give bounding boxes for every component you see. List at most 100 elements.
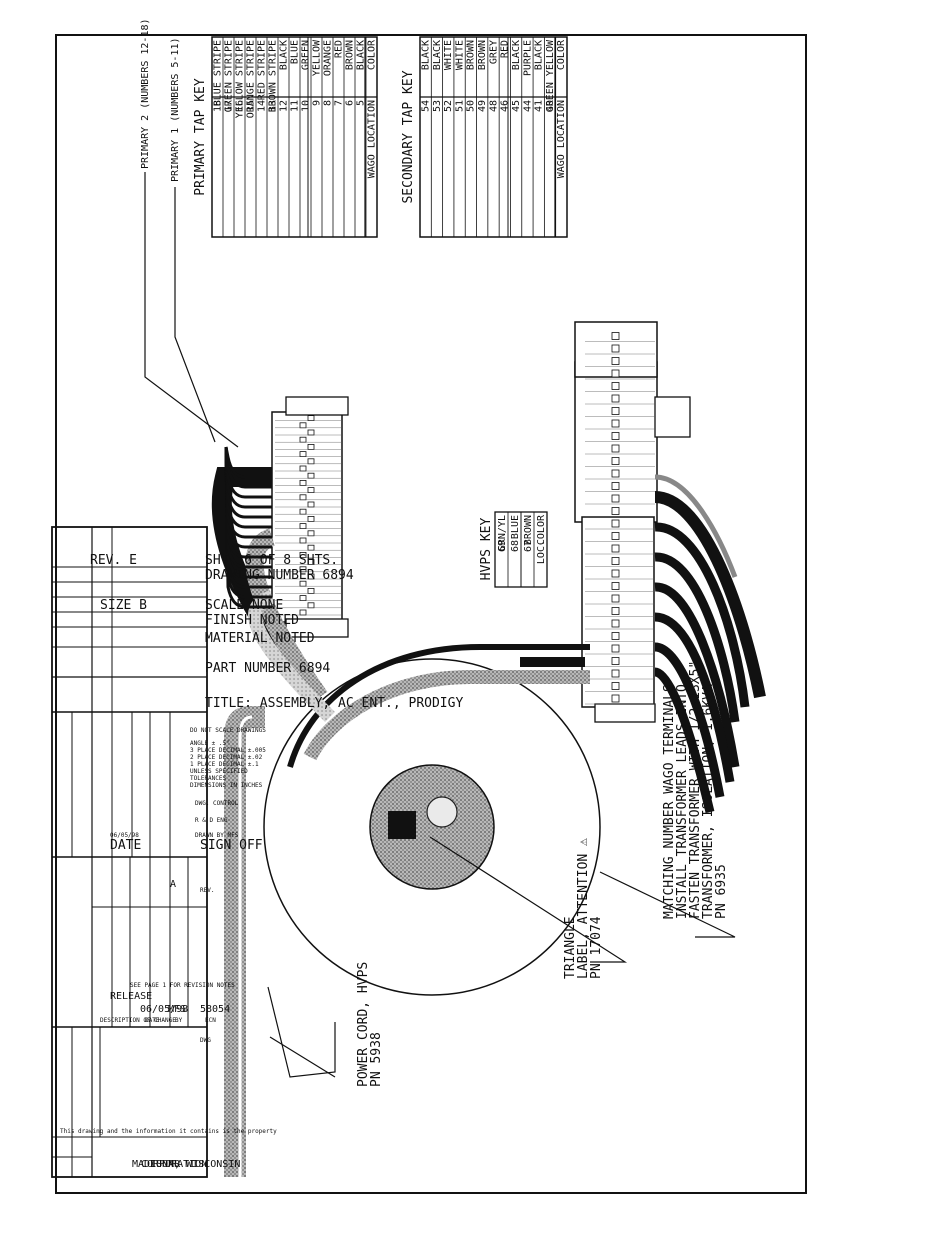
primary-key-row-color: GREEN <box>300 40 311 70</box>
primary-key-row-location: 17 <box>223 100 234 112</box>
secondary-key-header-color: COLOR <box>556 39 567 70</box>
primary-wago-block <box>271 396 349 638</box>
primary-key-row-color: BLUE <box>289 40 300 64</box>
secondary-key-row-color: RED <box>500 40 511 58</box>
scale: SCALE NONE <box>205 598 283 613</box>
rev-date: 06/05/98 <box>140 1004 188 1015</box>
hvps-key-row-location: 68 <box>510 540 521 552</box>
rev-letter: A <box>170 879 176 890</box>
primary-key-row-color: YELLOW STRIPE <box>234 40 245 118</box>
company-name-line: LUNAR <box>150 1159 181 1170</box>
secondary-key-row-color: GREY <box>488 40 499 64</box>
secondary-key-row-color: PURPLE <box>522 40 533 76</box>
tolerance-line: UNLESS SPECIFIED <box>190 768 248 775</box>
tolerance-line: ANGLE ± .5° <box>190 740 230 747</box>
primary-key-row-location: 12 <box>278 100 289 112</box>
secondary-key-row-color: BROWN <box>466 40 477 70</box>
rev-header-by: BY <box>175 1017 183 1024</box>
primary-key-row-location: 13 <box>267 100 278 112</box>
drawing-title: TITLE: ASSEMBLY, AC ENT., PRODIGY <box>205 696 463 711</box>
secondary-key-row-color: BROWN <box>477 40 488 70</box>
secondary-key-row-color: WHITE <box>443 40 454 70</box>
primary-1-label: PRIMARY 1 (NUMBERS 5-11) <box>170 38 181 183</box>
power-cord-callout-line: PN 5938 <box>369 1032 384 1087</box>
hvps-key-header-color: COLOR <box>536 514 547 545</box>
tolerance-line: DIMENSIONS IN INCHES <box>190 782 263 789</box>
attention-callout-line: PN 17074 <box>589 916 604 979</box>
dwg-control: DWG. CONTROL <box>195 800 239 807</box>
tolerance-line: 3 PLACE DECIMAL ±.005 <box>190 747 266 754</box>
primary-key-row-location: 15 <box>245 100 256 112</box>
primary-key-row-color: GREEN STRIPE <box>223 40 234 112</box>
primary-key-row-location: 5 <box>355 100 366 106</box>
drawing-border <box>55 34 807 1194</box>
secondary-key-row-color: BLACK <box>534 40 545 70</box>
hvps-key-title: HVPS KEY <box>479 518 494 581</box>
primary-key-row-location: 16 <box>234 100 245 112</box>
transformer-callout-line: MATCHING NUMBER WAGO TERMINALS <box>662 684 677 919</box>
primary-key-header-location: WAGO LOCATION <box>366 100 377 178</box>
primary-key-row-color: ORANGE <box>322 40 333 76</box>
finish: FINISH NOTED <box>205 613 299 628</box>
rev-header-description: DESCRIPTION OF CHANGE <box>100 1017 176 1024</box>
secondary-key-row-color: BLACK <box>432 40 443 70</box>
drawn-date: 06/05/98 <box>110 832 139 839</box>
sheet-number: SHT. 6 OF 8 SHTS. <box>205 553 338 568</box>
rev-header-ecn: ECN <box>205 1017 216 1024</box>
transformer-callout-line: TRANSFORMER, ISOLATION, 1.6KVA <box>701 684 716 919</box>
primary-key-row-location: 6 <box>344 100 355 106</box>
primary-key-header-color: COLOR <box>366 39 377 70</box>
rev-by: MFS <box>168 1004 186 1015</box>
primary-key-row-color: ORANGE STRIPE <box>245 40 256 118</box>
sign-off-header: SIGN OFF <box>200 838 263 853</box>
primary-key-row-color: BLACK <box>355 40 366 70</box>
material: MATERIAL NOTED <box>205 631 315 646</box>
transformer-callout-line: PN 6935 <box>714 864 729 919</box>
primary-key-row-location: 10 <box>300 100 311 112</box>
primary-key-row-color: RED <box>333 40 344 58</box>
secondary-key-row-color: WHITE <box>454 40 465 70</box>
hvps-key-row-color: GRN/YL <box>497 515 508 551</box>
proprietary-note: This drawing and the information it cont… <box>60 1128 277 1135</box>
primary-key-title: PRIMARY TAP KEY <box>193 78 208 196</box>
primary-labels <box>144 172 239 448</box>
secondary-key-row-location: 48 <box>488 100 499 112</box>
primary-key-row-location: 8 <box>322 100 333 106</box>
primary-2-label: PRIMARY 2 (NUMBERS 12-18) <box>140 18 151 169</box>
secondary-key-row-location: 49 <box>477 100 488 112</box>
size: SIZE B <box>100 598 147 613</box>
secondary-key-row-location: 40 <box>545 100 556 112</box>
revision-note: SEE PAGE 1 FOR REVISION NOTES <box>130 982 235 989</box>
tolerance-line: TOLERANCES <box>190 775 227 782</box>
do-not-scale: DO NOT SCALE DRAWINGS <box>190 727 266 734</box>
secondary-wago-block <box>574 321 691 723</box>
dwg-label: DWG <box>200 1037 211 1044</box>
secondary-key-header-location: WAGO LOCATION <box>556 100 567 178</box>
callout-leaders <box>267 836 736 1078</box>
primary-key-row-location: 9 <box>311 100 322 106</box>
secondary-key-row-location: 45 <box>511 100 522 112</box>
attention-label-square <box>388 811 416 839</box>
tolerance-line: 1 PLACE DECIMAL ±.1 <box>190 761 259 768</box>
primary-key-row-color: YELLOW <box>311 39 322 76</box>
secondary-key-row-location: 52 <box>443 100 454 112</box>
revision: REV. E <box>90 553 137 568</box>
rev-header-rev: REV. <box>200 887 214 894</box>
hvps-key-header-location: LOC. <box>536 540 547 564</box>
secondary-key-row-color: BLACK <box>420 40 431 70</box>
primary-key-row-location: 7 <box>333 100 344 106</box>
title-block <box>51 526 208 1178</box>
primary-key-row-color: BROWN <box>344 40 355 70</box>
secondary-key-row-location: 46 <box>500 100 511 112</box>
part-number: PART NUMBER 6894 <box>205 661 330 676</box>
primary-tap-key <box>211 36 378 238</box>
primary-key-row-location: 14 <box>256 100 267 112</box>
company-name-line: MADISON, WISCONSIN <box>132 1159 240 1170</box>
hvps-key-row-color: BROWN <box>523 515 534 545</box>
power-cord-callout-line: POWER CORD, HVPS <box>356 962 371 1087</box>
hvps-key-row-color: BLUE <box>510 515 521 539</box>
secondary-key-row-location: 50 <box>466 100 477 112</box>
rev-header-date: DATE <box>145 1017 160 1024</box>
drawn-by: DRAWN BY MFS <box>195 832 239 839</box>
